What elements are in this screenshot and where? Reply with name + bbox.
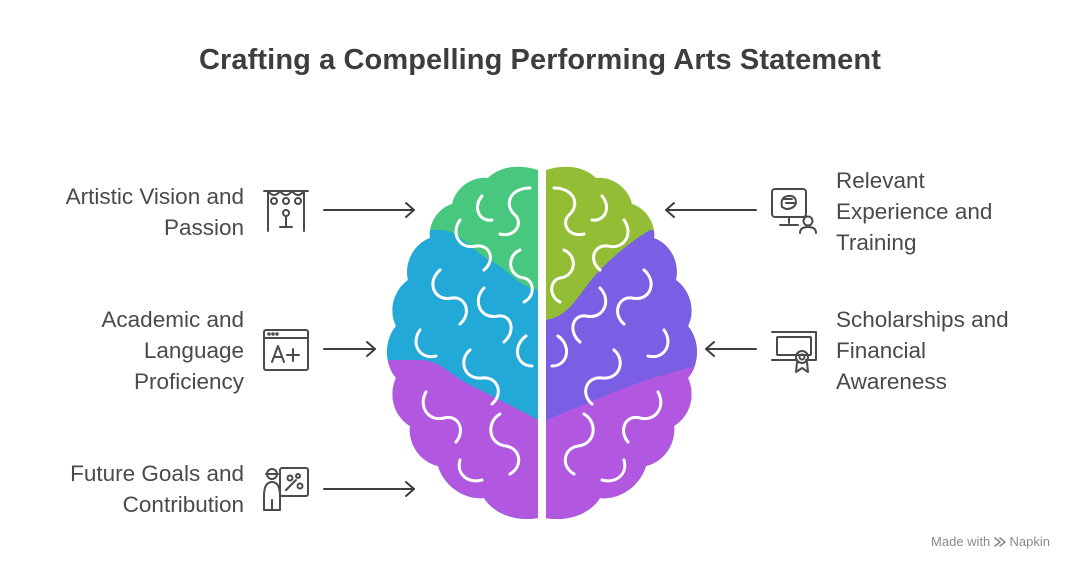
- certificate-icon: [771, 331, 817, 373]
- grade-icon: [263, 329, 309, 371]
- arrow-academic-language: [323, 341, 376, 357]
- painter-icon: [263, 467, 309, 511]
- stage-icon: [263, 190, 309, 232]
- arrow-artistic-vision: [323, 202, 415, 218]
- page-title: Crafting a Compelling Performing Arts St…: [199, 44, 881, 76]
- arrow-future-goals: [323, 481, 415, 497]
- presentation-icon: [771, 188, 817, 234]
- napkin-logo-icon: [994, 536, 1006, 547]
- brain-diagram: [387, 166, 697, 520]
- arrow-relevant-experience: [665, 202, 757, 218]
- made-with-credit: Made with Napkin: [931, 534, 1050, 549]
- arrow-scholarships: [705, 341, 757, 357]
